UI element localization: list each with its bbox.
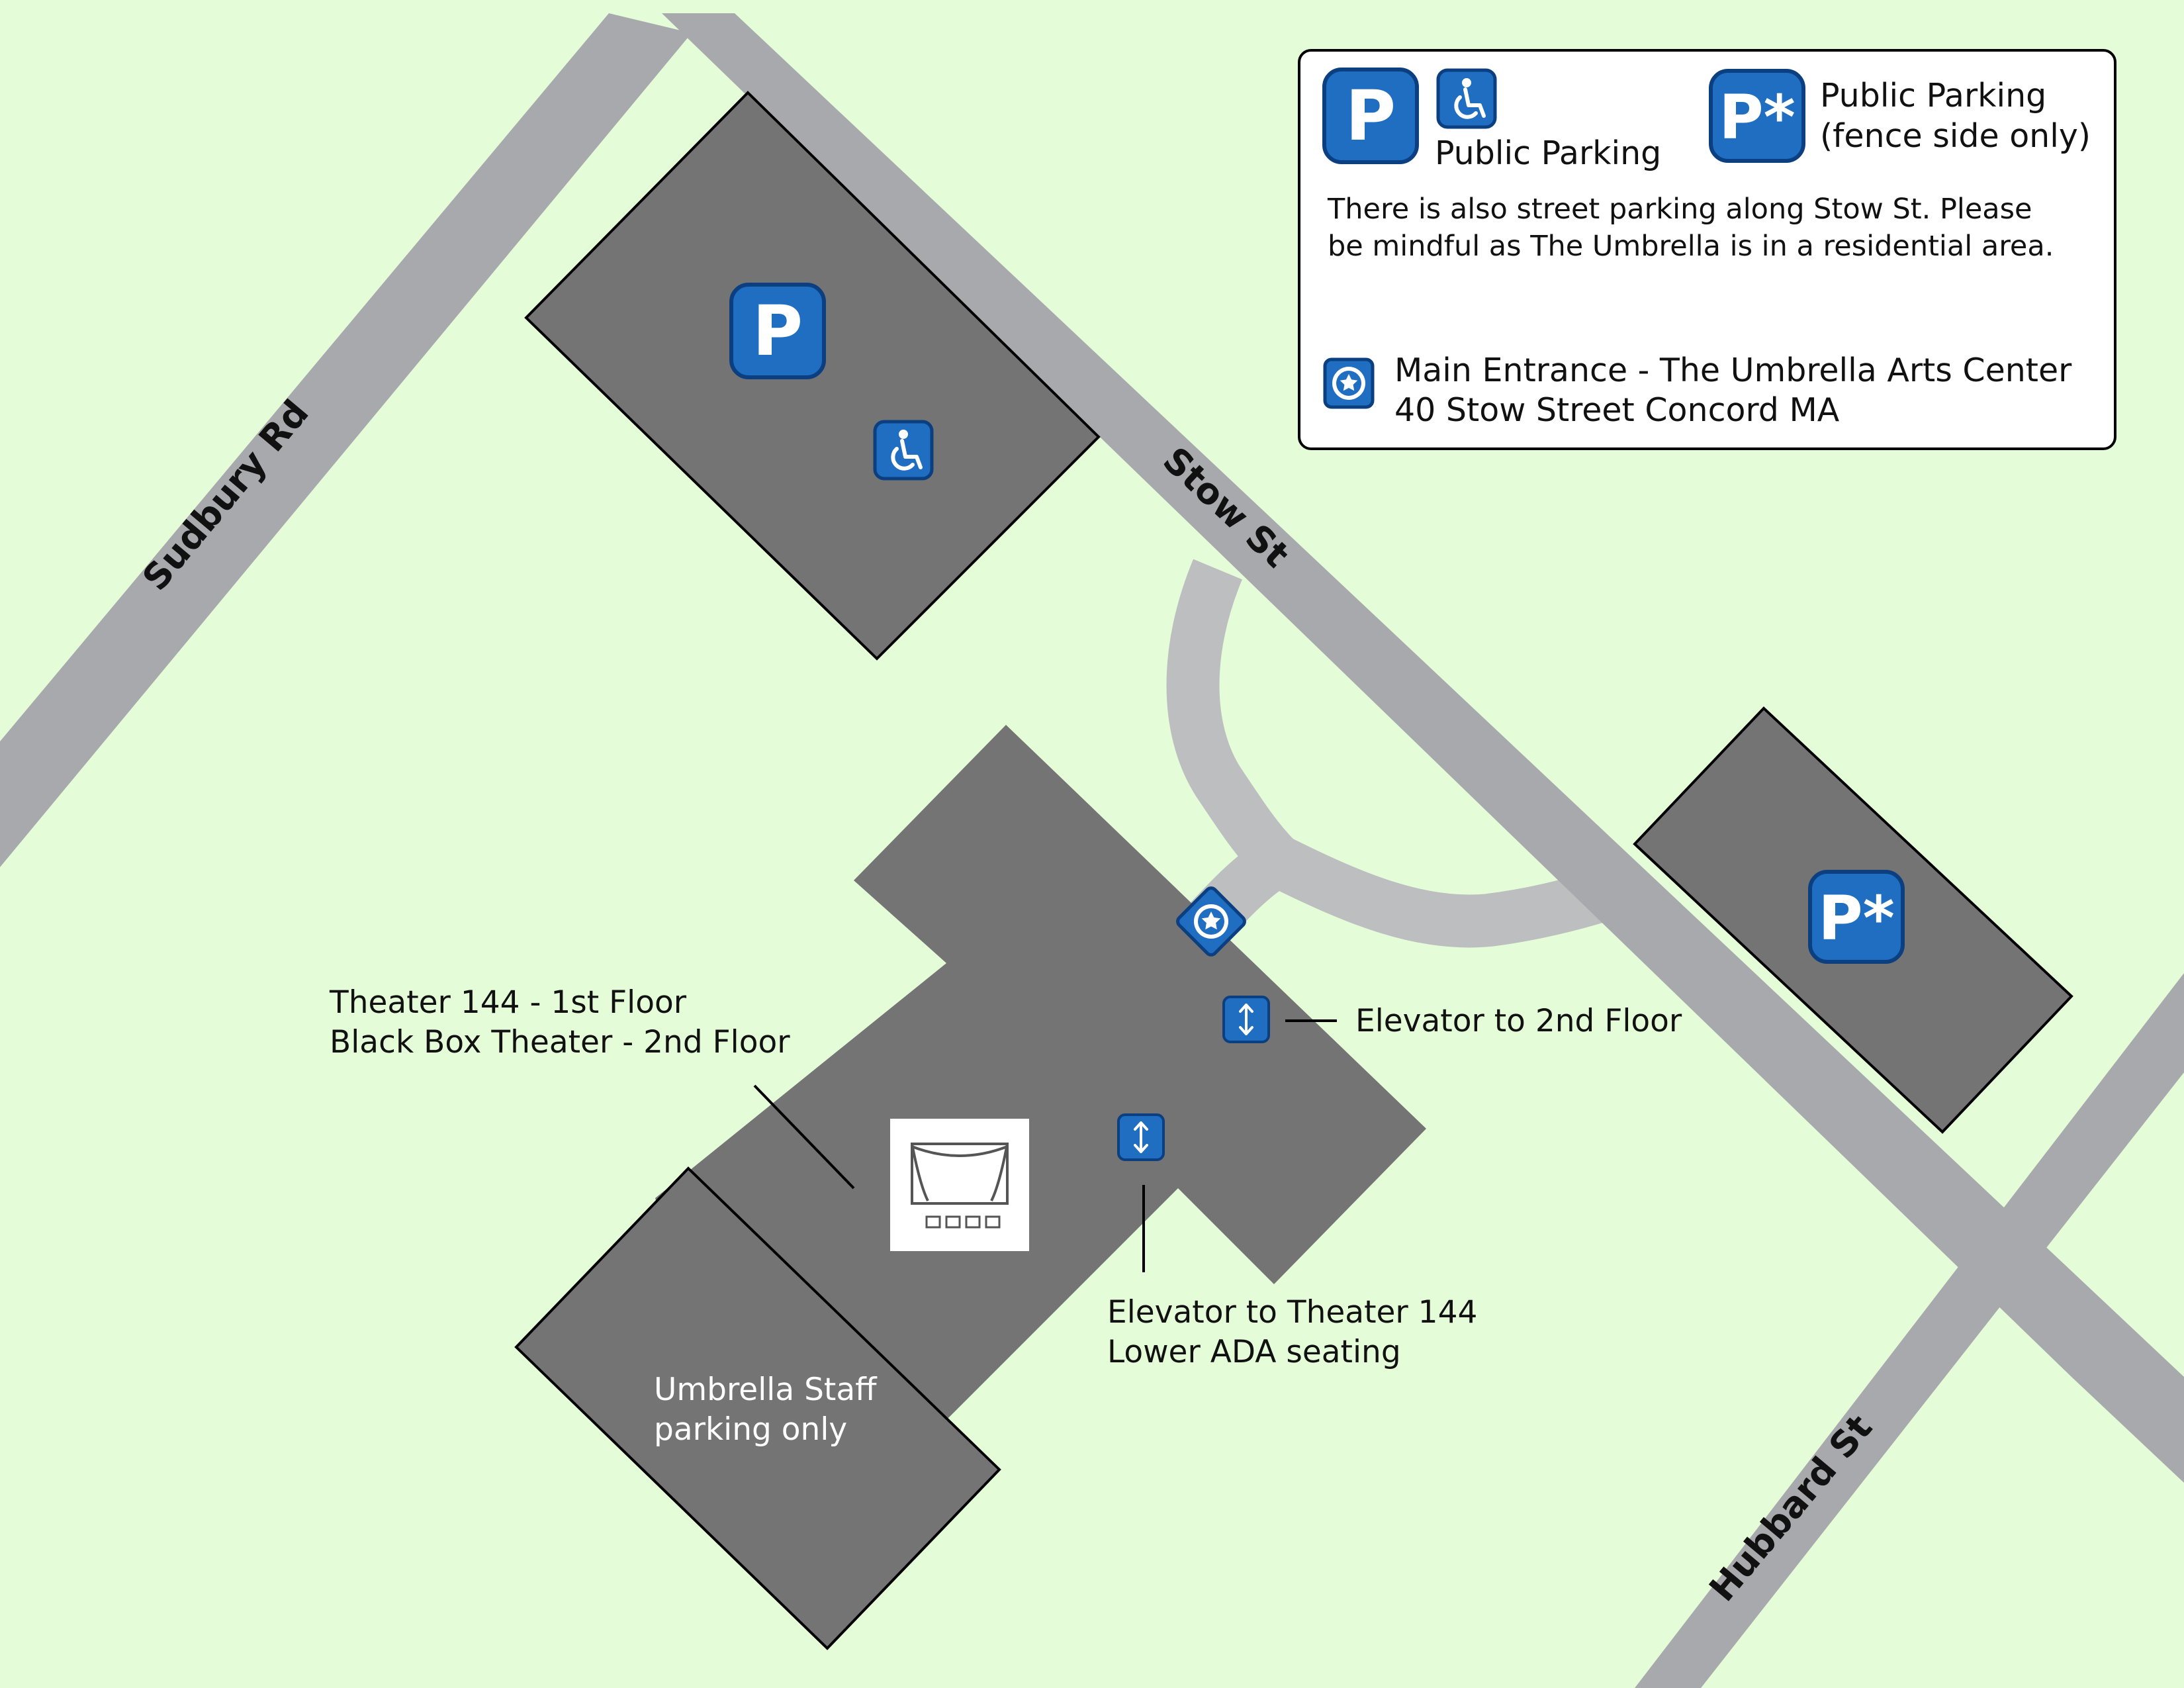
svg-text:P*: P* [1818,883,1895,954]
legend-fence-parking-label: Public Parking [1820,77,2046,115]
elevator-2nd-floor-label: Elevator to 2nd Floor [1355,1003,1682,1039]
theater-icon [890,1119,1029,1251]
legend-parking-icon: P [1322,68,1419,164]
legend-parking-fence-icon: P* [1709,69,1805,163]
legend-entrance-address: 40 Stow Street Concord MA [1394,391,1840,429]
svg-text:P: P [752,291,803,371]
elevator-theater-144-icon [1117,1113,1165,1161]
theater-label: Theater 144 - 1st Floor [329,984,687,1021]
parking-icon: P [729,283,826,379]
elevator-theater-144-label-2: Lower ADA seating [1107,1334,1401,1370]
legend-main-entrance-icon [1323,357,1375,409]
legend-wheelchair-icon [1436,68,1497,129]
elevator-theater-144-label: Elevator to Theater 144 [1107,1294,1477,1331]
svg-text:P*: P* [1719,82,1796,153]
legend: P Public Parking P* Public Parking (fenc… [1298,49,2116,450]
legend-entrance-label: Main Entrance - The Umbrella Arts Center [1394,352,2072,389]
legend-public-parking-label: Public Parking [1435,134,1661,172]
parking-fence-icon: P* [1808,870,1905,964]
main-entrance-icon [1176,886,1246,957]
staff-lot-label: Umbrella Staff [654,1372,878,1408]
legend-fence-parking-label-2: (fence side only) [1820,117,2091,155]
legend-street-note-2: be mindful as The Umbrella is in a resid… [1328,230,2054,263]
legend-box [1298,49,2116,450]
legend-street-note: There is also street parking along Stow … [1327,193,2032,226]
theater-label-2: Black Box Theater - 2nd Floor [330,1024,790,1060]
road-hubbard [1635,973,2184,1688]
theater-leader-line [753,1084,855,1190]
road-sudbury [0,13,692,867]
staff-parking-lot [514,1166,1001,1650]
elevator-2nd-floor-icon [1222,996,1270,1043]
wheelchair-icon [873,420,934,481]
staff-lot-label-2: parking only [654,1411,847,1448]
svg-text:P: P [1345,75,1396,156]
